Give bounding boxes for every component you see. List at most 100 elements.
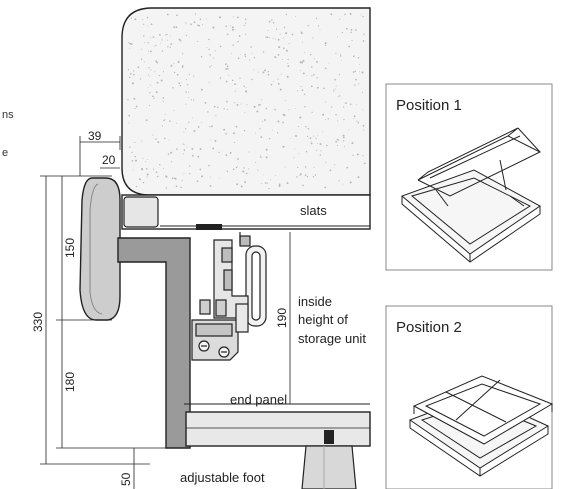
speckle-dot xyxy=(253,68,255,70)
label-slats: slats xyxy=(300,203,327,218)
speckle-dot xyxy=(145,161,147,163)
speckle-dot xyxy=(246,104,248,106)
speckle-dot xyxy=(141,48,143,50)
speckle-dot xyxy=(357,122,360,124)
position-1-panel: Position 1 xyxy=(385,83,553,271)
speckle-dot xyxy=(299,174,301,176)
speckle-dot xyxy=(343,118,345,121)
speckle-dot xyxy=(197,126,200,128)
speckle-dot xyxy=(204,102,207,104)
speckle-dot xyxy=(128,76,131,79)
speckle-dot xyxy=(265,148,268,151)
speckle-dot xyxy=(357,57,360,59)
mattress xyxy=(121,7,371,196)
speckle-dot xyxy=(229,151,232,154)
speckle-dot xyxy=(162,97,165,99)
speckle-dot xyxy=(166,13,169,16)
speckle-dot xyxy=(189,173,191,175)
speckle-dot xyxy=(185,103,187,105)
speckle-dot xyxy=(355,104,357,105)
speckle-dot xyxy=(226,100,228,103)
speckle-dot xyxy=(317,25,320,27)
dimension-lines xyxy=(40,136,291,489)
speckle-dot xyxy=(176,14,178,17)
speckle-dot xyxy=(212,147,215,150)
speckle-dot xyxy=(155,44,157,47)
speckle-dot xyxy=(209,66,211,68)
speckle-dot xyxy=(135,185,138,188)
speckle-dot xyxy=(133,70,135,72)
speckle-dot xyxy=(171,177,174,180)
speckle-dot xyxy=(147,25,149,27)
label-inside-height-line3: storage unit xyxy=(298,331,366,346)
speckle-dot xyxy=(301,32,303,34)
speckle-dot xyxy=(263,69,266,72)
speckle-dot xyxy=(344,13,346,15)
speckle-dot xyxy=(307,25,309,27)
speckle-dot xyxy=(231,26,234,29)
speckle-dot xyxy=(342,134,345,137)
speckle-dot xyxy=(260,136,263,138)
speckle-dot xyxy=(351,142,354,145)
speckle-dot xyxy=(349,103,352,105)
speckle-dot xyxy=(225,133,227,135)
speckle-dot xyxy=(349,181,352,184)
speckle-dot xyxy=(208,48,210,51)
speckle-dot xyxy=(143,35,145,37)
speckle-dot xyxy=(177,60,180,63)
speckle-dot xyxy=(302,59,305,62)
speckle-dot xyxy=(230,52,232,54)
speckle-dot xyxy=(158,34,161,36)
speckle-dot xyxy=(352,55,355,58)
speckle-dot xyxy=(277,38,280,41)
speckle-dot xyxy=(339,95,341,97)
speckle-dot xyxy=(362,91,364,93)
speckle-dot xyxy=(283,26,286,29)
speckle-dot xyxy=(127,69,129,71)
speckle-dot xyxy=(244,55,247,58)
speckle-dot xyxy=(171,161,173,163)
speckle-dot xyxy=(278,185,281,187)
speckle-dot xyxy=(185,127,187,130)
speckle-dot xyxy=(273,108,275,110)
speckle-dot xyxy=(338,180,340,182)
speckle-dot xyxy=(327,118,329,120)
speckle-dot xyxy=(167,46,169,48)
speckle-dot xyxy=(219,45,222,48)
speckle-dot xyxy=(186,84,189,86)
speckle-dot xyxy=(295,16,297,18)
speckle-dot xyxy=(165,34,167,36)
speckle-dot xyxy=(193,129,196,132)
speckle-dot xyxy=(316,150,317,151)
speckle-dot xyxy=(295,135,297,137)
speckle-dot xyxy=(362,109,364,110)
speckle-dot xyxy=(173,110,175,111)
speckle-dot xyxy=(243,167,245,169)
speckle-dot xyxy=(130,43,133,45)
speckle-dot xyxy=(313,58,315,60)
speckle-dot xyxy=(181,179,183,181)
speckle-dot xyxy=(219,77,222,79)
speckle-dot xyxy=(316,60,318,63)
speckle-dot xyxy=(301,61,304,64)
side-frame-profile xyxy=(117,237,191,449)
speckle-dot xyxy=(263,174,265,176)
speckle-dot xyxy=(227,68,229,70)
speckle-dot xyxy=(237,57,240,60)
speckle-dot xyxy=(274,38,276,40)
speckle-dot xyxy=(180,82,182,84)
speckle-dot xyxy=(183,153,185,155)
speckle-dot xyxy=(178,38,181,41)
speckle-dot xyxy=(148,75,150,77)
speckle-dot xyxy=(272,22,275,24)
speckle-dot xyxy=(225,25,228,28)
speckle-dot xyxy=(130,17,132,19)
dimension-180: 180 xyxy=(63,372,77,392)
speckle-dot xyxy=(330,13,333,16)
speckle-dot xyxy=(324,186,327,189)
speckle-dot xyxy=(146,176,148,178)
speckle-dot xyxy=(170,64,173,67)
speckle-dot xyxy=(265,107,268,110)
speckle-dot xyxy=(349,13,352,15)
speckle-dot xyxy=(212,26,215,29)
